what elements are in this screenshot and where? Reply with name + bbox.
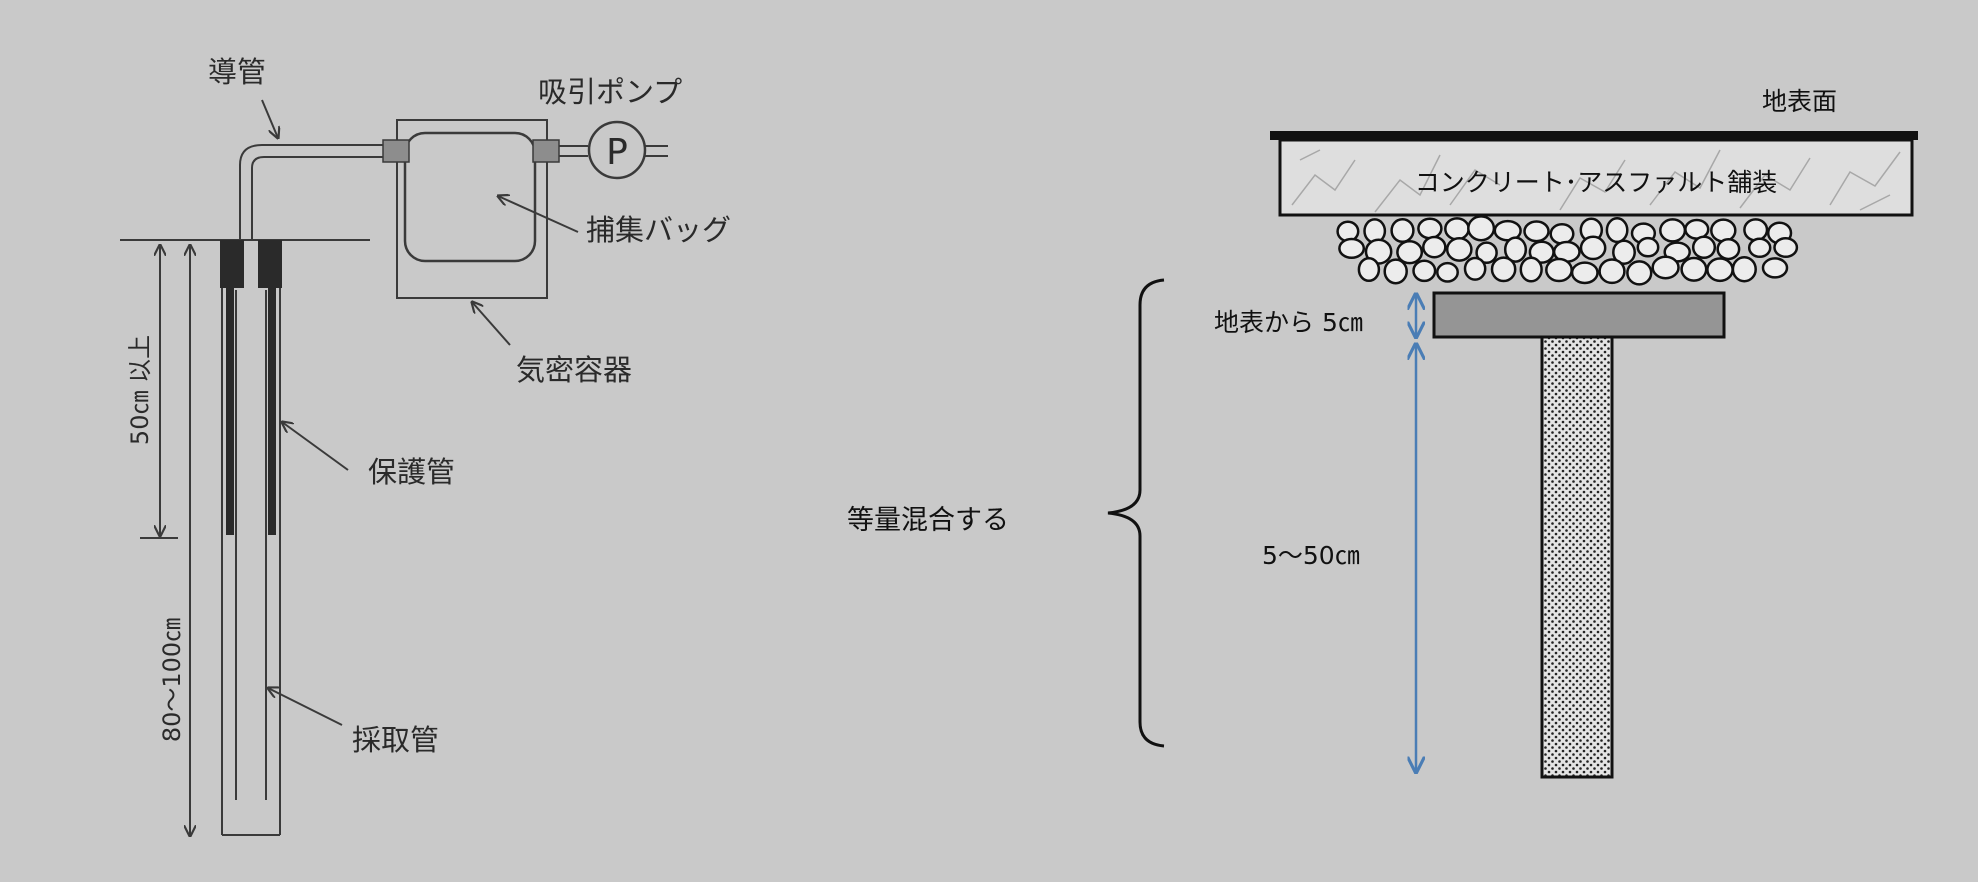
pump-symbol: P [606,132,628,173]
gravel-pebble [1436,261,1459,283]
gravel-pebble [1357,256,1381,283]
gravel-pebble [1761,257,1789,279]
leader-lines [261,99,579,726]
conduit-label: 導管 [208,55,266,89]
gravel-pebble [1523,220,1550,243]
gravel-pebble [1475,241,1498,265]
ground-surface-line [1270,131,1918,140]
protection-pipe-label: 保護管 [368,455,455,489]
gravel-pebble [1598,258,1626,285]
gravel-pebble [1747,237,1772,259]
soil-column [1540,335,1614,779]
sampling-pipe [221,240,281,836]
ground-surface-label: 地表面 [1762,87,1837,116]
gravel-pebble [1626,260,1653,286]
gravel-pebble [1545,257,1573,283]
gravel-pebble [1383,258,1408,285]
gravel-pebble [1338,237,1366,260]
gravel-pebble [1445,236,1473,262]
gravel-pebble [1549,222,1575,245]
gravel-pebble [1467,215,1496,242]
pump-circle [587,120,647,180]
curly-brace [1107,278,1165,748]
gravel-pebble [1444,217,1470,241]
gravel-pebble [1422,235,1447,259]
gravel-pebble [1390,217,1415,244]
mix-equally-label: 等量混合する [847,505,1009,536]
depth-upper-label: 50㎝ 以上 [126,335,154,445]
right-diagram: 地表面 コンクリート･アスファルト舗装 [847,87,1918,779]
suction-pump-label: 吸引ポンプ [538,75,682,109]
gravel-pebble [1716,237,1741,261]
gravel-pebble [1731,255,1757,283]
gravel-pebble [1519,256,1543,283]
gravel-pebble [1706,257,1734,283]
gravel-pebble [1396,240,1424,265]
gravel-pebble [1743,218,1769,242]
protection-pipe [220,240,282,535]
gravel-pebble [1579,235,1607,261]
gravel-pebble [1659,218,1687,243]
gravel-pebble [1651,255,1680,280]
gravel-pebble [1636,236,1660,258]
sampling-pipe-label: 採取管 [352,723,439,757]
gravel-pebble [1605,217,1629,244]
collection-bag-label: 捕集バッグ [586,213,731,247]
connector-left [382,139,410,163]
gravel-layer [1336,215,1799,286]
airtight-container-label: 気密容器 [516,353,632,387]
depth-total-label: 80～100㎝ [158,618,186,742]
collection-bag [403,131,537,263]
left-diagram: P 導管 吸引ポンプ 捕集バッグ 気密容器 保護管 採取管 50㎝ 以上 80～… [120,55,731,836]
gravel-pebble [1691,235,1717,260]
gravel-pebble [1773,236,1799,259]
gravel-pebble [1412,259,1437,283]
dimension-upper [140,245,178,539]
gravel-pebble [1463,256,1487,281]
gravel-pebble [1417,217,1443,240]
from-surface-label: 地表から 5㎝ [1214,308,1363,337]
gravel-pebble [1612,239,1636,265]
pavement-layer: コンクリート･アスファルト舗装 [1278,138,1914,217]
gravel-pebble [1490,256,1517,283]
connector-right [532,139,560,163]
conduit [239,144,385,240]
surface-sampling-plate [1432,291,1726,339]
pavement-label: コンクリート･アスファルト舗装 [1415,168,1778,197]
airtight-container [396,119,548,299]
gravel-pebble [1570,261,1599,285]
gravel-pebble [1503,236,1528,263]
depth-range-label: 5～50㎝ [1262,541,1360,570]
gravel-pebble [1680,256,1708,282]
gravel-pebble [1710,218,1737,243]
